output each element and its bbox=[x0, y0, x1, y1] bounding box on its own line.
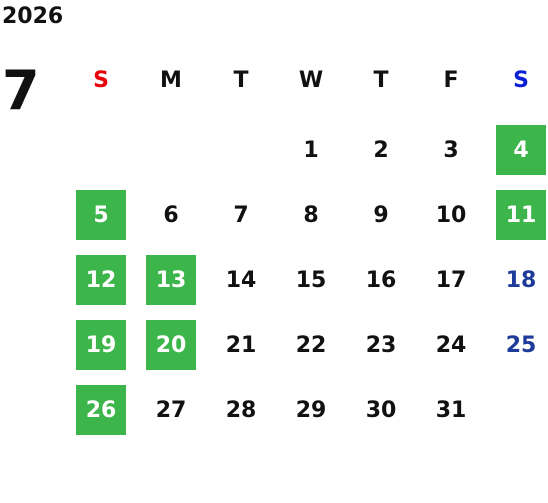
day-cell-10[interactable]: 10 bbox=[435, 202, 467, 228]
day-cell-18[interactable]: 18 bbox=[505, 267, 537, 293]
day-cell-24[interactable]: 24 bbox=[435, 332, 467, 358]
day-cell-11[interactable]: 11 bbox=[496, 190, 546, 240]
day-cell-29[interactable]: 29 bbox=[295, 397, 327, 423]
weekday-header-tue: T bbox=[233, 67, 249, 93]
day-cell-23[interactable]: 23 bbox=[365, 332, 397, 358]
weekday-header-thu: T bbox=[373, 67, 389, 93]
day-cell-27[interactable]: 27 bbox=[155, 397, 187, 423]
day-cell-15[interactable]: 15 bbox=[295, 267, 327, 293]
day-cell-30[interactable]: 30 bbox=[365, 397, 397, 423]
day-cell-3[interactable]: 3 bbox=[443, 137, 459, 163]
weekday-header-sat: S bbox=[513, 67, 529, 93]
day-cell-2[interactable]: 2 bbox=[373, 137, 389, 163]
day-cell-16[interactable]: 16 bbox=[365, 267, 397, 293]
day-cell-31[interactable]: 31 bbox=[435, 397, 467, 423]
day-cell-5[interactable]: 5 bbox=[76, 190, 126, 240]
day-cell-25[interactable]: 25 bbox=[505, 332, 537, 358]
day-cell-26[interactable]: 26 bbox=[76, 385, 126, 435]
day-cell-21[interactable]: 21 bbox=[225, 332, 257, 358]
day-cell-22[interactable]: 22 bbox=[295, 332, 327, 358]
day-cell-13[interactable]: 13 bbox=[146, 255, 196, 305]
day-cell-17[interactable]: 17 bbox=[435, 267, 467, 293]
weekday-header-fri: F bbox=[443, 67, 459, 93]
day-cell-28[interactable]: 28 bbox=[225, 397, 257, 423]
day-cell-9[interactable]: 9 bbox=[373, 202, 389, 228]
month-label: 7 bbox=[2, 59, 40, 122]
weekday-header-mon: M bbox=[160, 67, 182, 93]
day-cell-14[interactable]: 14 bbox=[225, 267, 257, 293]
day-cell-7[interactable]: 7 bbox=[233, 202, 249, 228]
weekday-header-sun: S bbox=[93, 67, 109, 93]
day-cell-4[interactable]: 4 bbox=[496, 125, 546, 175]
day-cell-19[interactable]: 19 bbox=[76, 320, 126, 370]
day-cell-1[interactable]: 1 bbox=[303, 137, 319, 163]
day-cell-12[interactable]: 12 bbox=[76, 255, 126, 305]
year-label: 2026 bbox=[2, 4, 64, 29]
day-cell-6[interactable]: 6 bbox=[163, 202, 179, 228]
day-cell-8[interactable]: 8 bbox=[303, 202, 319, 228]
day-cell-20[interactable]: 20 bbox=[146, 320, 196, 370]
weekday-header-wed: W bbox=[298, 67, 324, 93]
